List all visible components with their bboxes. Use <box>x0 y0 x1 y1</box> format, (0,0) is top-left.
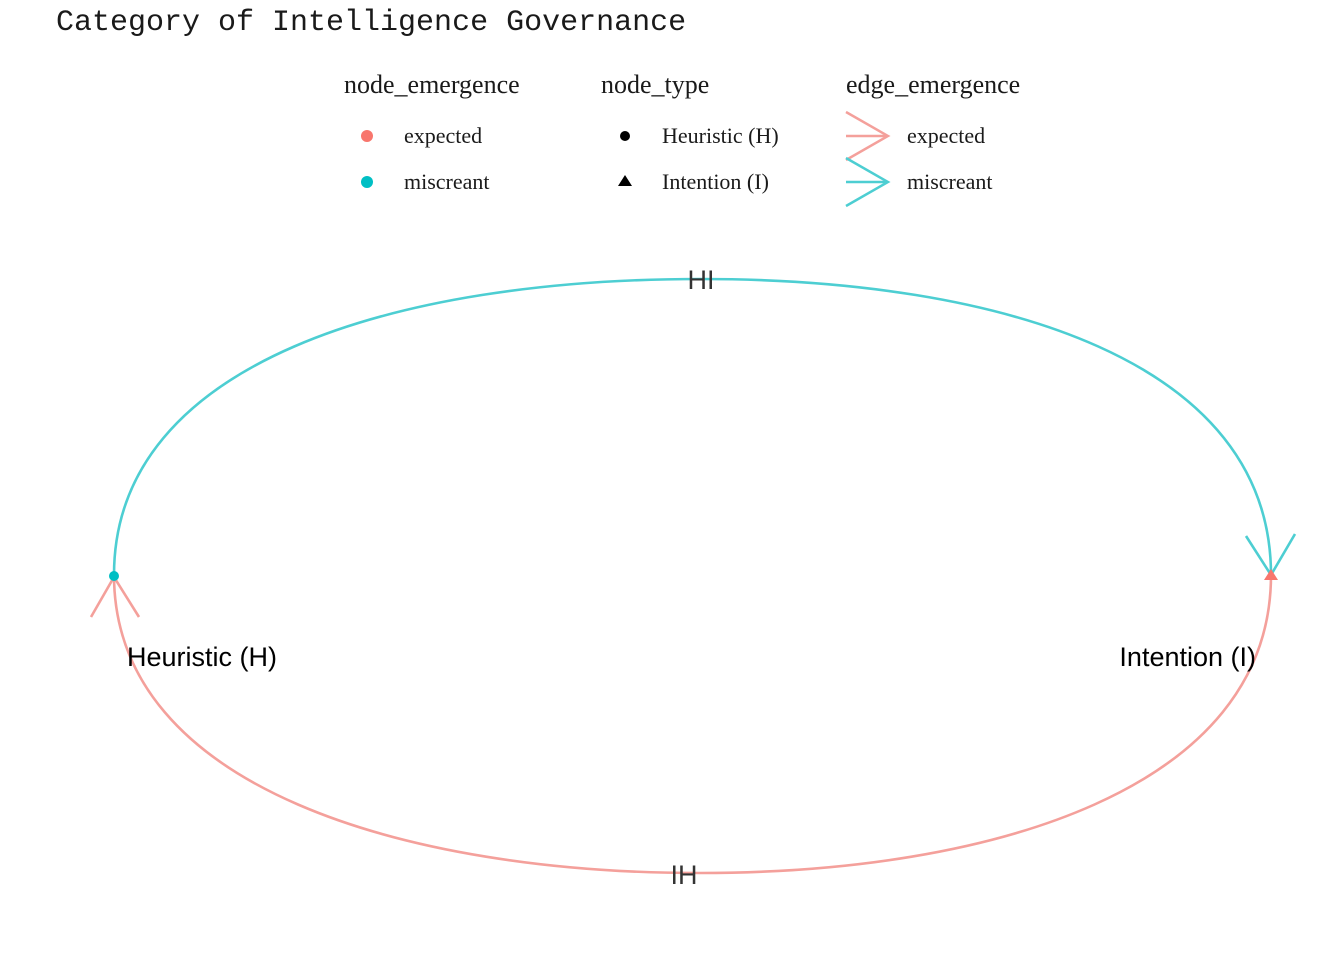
legend-label-intention: Intention (I) <box>662 169 769 194</box>
legend-label-expected-edge: expected <box>907 123 986 148</box>
legend-arrow-miscreant-icon <box>845 156 891 208</box>
legend-label-miscreant-node: miscreant <box>404 169 490 194</box>
node-label-intention: Intention (I) <box>1119 642 1256 672</box>
edge-label-hi: HI <box>688 265 715 295</box>
legend-label-expected-node: expected <box>404 123 483 148</box>
legend-title-node-type: node_type <box>601 70 710 99</box>
legend-title-edge-emergence: edge_emergence <box>846 70 1021 99</box>
legend-title-node-emergence: node_emergence <box>344 70 520 99</box>
legend-key-heuristic-circle <box>620 131 630 141</box>
node-label-heuristic: Heuristic (H) <box>127 642 277 672</box>
legend-arrow-expected-icon <box>845 110 891 162</box>
edge-hi <box>112 277 1273 576</box>
legend-key-intention-triangle <box>618 175 632 186</box>
node-heuristic <box>109 571 119 581</box>
chart-title: Category of Intelligence Governance <box>56 6 687 40</box>
legend-key-miscreant-node <box>361 176 373 188</box>
node-intention <box>1264 569 1278 580</box>
legend-key-expected-node <box>361 130 373 142</box>
edge-label-ih: IH <box>671 860 698 890</box>
legend-label-heuristic: Heuristic (H) <box>662 123 779 148</box>
legend-key-edge-arrows <box>845 110 891 208</box>
edge-ih <box>112 574 1273 875</box>
legend-label-miscreant-edge: miscreant <box>907 169 993 194</box>
